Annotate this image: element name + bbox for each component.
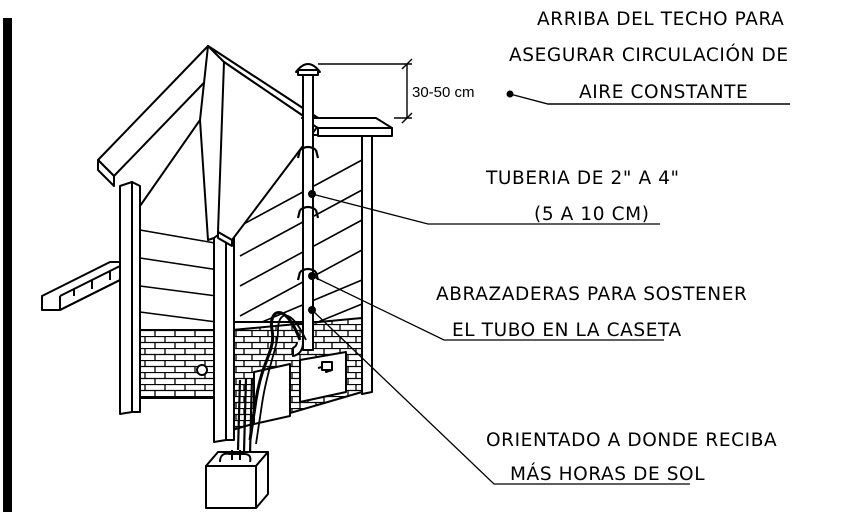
- height-dimension: [318, 58, 413, 124]
- label-top-line1: ARRIBA DEL TECHO PARA: [537, 9, 784, 30]
- dimension-label: 30-50 cm: [412, 84, 475, 101]
- left-border-bar: [3, 18, 12, 512]
- label-top-line3: AIRE CONSTANTE: [579, 82, 748, 103]
- post-middle: [213, 225, 227, 443]
- label-clamp-line1: ABRAZADERAS PARA SOSTENER: [436, 284, 747, 305]
- post-right: [361, 127, 373, 395]
- roof-eave: [301, 117, 393, 129]
- shed-drawing: [41, 45, 393, 509]
- stairs: [41, 261, 129, 311]
- leader-lines: [311, 193, 690, 485]
- tank: [205, 450, 269, 509]
- label-sun-line2: MÁS HORAS DE SOL: [510, 463, 705, 485]
- label-top-line2: ASEGURAR CIRCULACIÓN DE: [509, 44, 789, 66]
- label-pipe-line1: TUBERIA DE 2" A 4": [485, 168, 680, 189]
- post-left: [119, 181, 133, 415]
- label-clamp-line2: EL TUBO EN LA CASETA: [452, 320, 682, 341]
- label-pipe-line2: (5 A 10 CM): [534, 204, 650, 225]
- label-sun-line1: ORIENTADO A DONDE RECIBA: [486, 430, 777, 451]
